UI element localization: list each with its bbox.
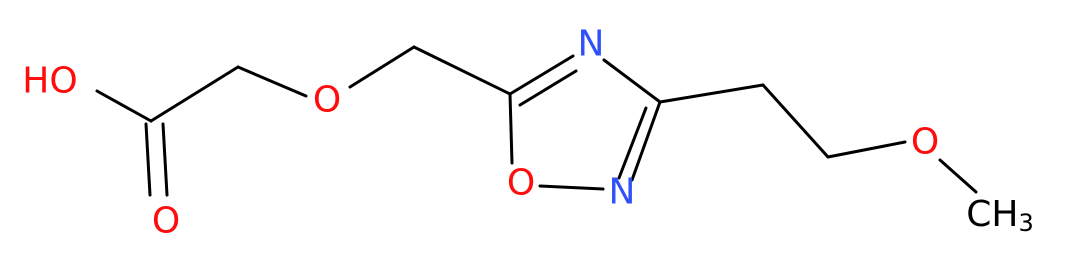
atom-ring-n-top: N bbox=[578, 24, 605, 65]
atom-methoxy-o: O bbox=[911, 122, 939, 163]
bond-c3-n2-a bbox=[630, 100, 662, 182]
atom-ring-o: O bbox=[507, 163, 535, 204]
atom-carbonyl-o: O bbox=[152, 201, 180, 242]
atom-labels: HO O O N O N O CH3 bbox=[22, 24, 1033, 242]
bond-o-ch2 bbox=[348, 45, 416, 89]
bond-c3-n2-b bbox=[617, 106, 648, 180]
bond-omethoxy-ch3 bbox=[938, 158, 978, 194]
bond-c-o-double-b bbox=[161, 122, 169, 197]
bond-c3-ch2 bbox=[658, 83, 765, 104]
bond-ch2-ch2 bbox=[761, 83, 830, 159]
atom-ether-o: O bbox=[313, 80, 341, 121]
atom-methyl-text: CH bbox=[966, 194, 1018, 235]
bonds bbox=[95, 45, 978, 197]
atom-ho: HO bbox=[22, 61, 77, 102]
bond-ch2-omethoxy bbox=[826, 140, 907, 159]
bond-ch2-o bbox=[236, 65, 308, 98]
bond-o1-c5 bbox=[508, 92, 514, 165]
atom-methyl-subscript: 3 bbox=[1018, 209, 1033, 237]
bond-c5-n4-a bbox=[508, 54, 575, 96]
bond-n2-o1 bbox=[538, 184, 605, 191]
atom-methyl: CH3 bbox=[966, 194, 1034, 238]
bond-c5-n4-b bbox=[518, 69, 578, 107]
bond-c-oh bbox=[95, 89, 153, 123]
atom-ring-n-bottom: N bbox=[609, 172, 636, 213]
bond-n4-c3 bbox=[602, 58, 662, 104]
bond-c-o-double-a bbox=[144, 122, 152, 197]
bond-c-ch2 bbox=[149, 65, 240, 123]
bond-ch2-c5 bbox=[412, 45, 512, 96]
